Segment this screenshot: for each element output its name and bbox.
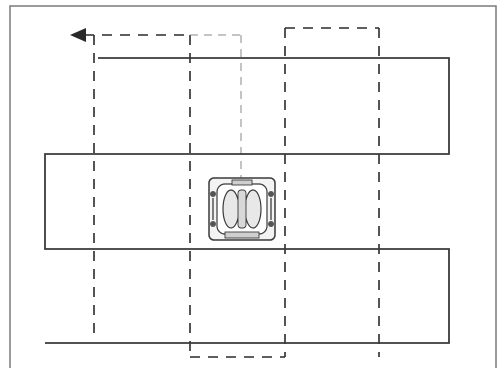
robot-left-wheel-bottom xyxy=(210,221,216,227)
robot-right-wheel-bottom xyxy=(268,221,274,227)
robot-right-pad xyxy=(245,190,261,228)
robot-left-pad xyxy=(223,190,239,228)
robot-left-wheel-top xyxy=(210,191,216,197)
robot-top-grip xyxy=(232,180,252,185)
window-cleaning-robot-icon xyxy=(209,178,275,240)
left-arrow-icon xyxy=(70,28,86,42)
robot-right-wheel-top xyxy=(268,191,274,197)
robot-center-strip xyxy=(238,190,246,228)
center-guide-line xyxy=(190,35,241,178)
robot-bottom-grip xyxy=(225,232,259,238)
